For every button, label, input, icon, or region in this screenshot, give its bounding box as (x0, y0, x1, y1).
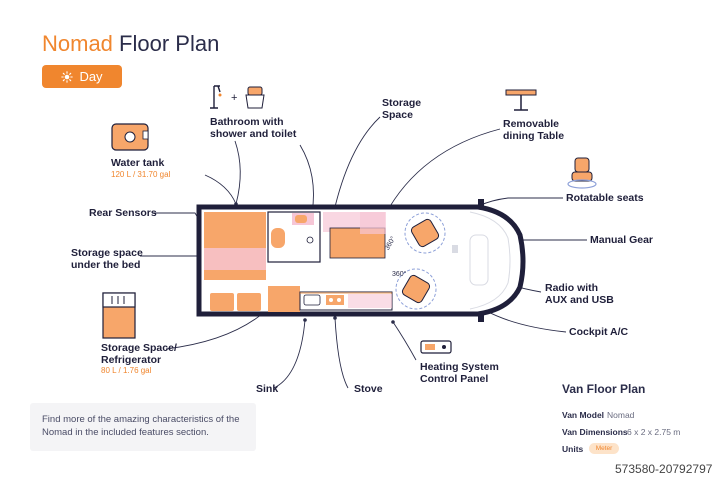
label-stove: Stove (354, 383, 383, 395)
spec-model-label: Van Model (562, 410, 605, 420)
features-note-box (30, 403, 256, 451)
spec-dimensions-value: 6 x 2 x 2.75 m (627, 427, 681, 437)
spec-model-value: Nomad (607, 410, 635, 420)
rotatable-seat-icon (567, 157, 597, 189)
day-mode-button[interactable]: Day (42, 65, 122, 88)
refrigerator-icon (102, 292, 136, 339)
units-badge[interactable]: Meter (589, 443, 619, 454)
label-manual-gear: Manual Gear (590, 234, 654, 246)
specs-title: Van Floor Plan (562, 382, 646, 396)
label-sink: Sink (256, 383, 279, 395)
label-removable-table: Removable dining Table (503, 118, 565, 142)
label-cockpit-ac: Cockpit A/C (569, 326, 629, 338)
label-rear-sensors: Rear Sensors (89, 207, 157, 219)
watermark: 573580-20792797 (615, 462, 713, 476)
shower-toilet-icon: + (210, 85, 265, 109)
seat-rotation-label-front: 360° (392, 270, 407, 278)
label-radio: Radio with AUX and USB (545, 282, 614, 306)
rotatable-seat-front (395, 268, 437, 310)
title-rest: Floor Plan (119, 31, 220, 56)
fridge-capacity: 80 L / 1.76 gal (101, 366, 152, 375)
features-note-text: Find more of the amazing characteristics… (42, 414, 240, 438)
water-tank-icon (111, 123, 149, 151)
label-bathroom: Bathroom with shower and toilet (210, 116, 297, 140)
title-brand: Nomad (42, 31, 113, 56)
label-water-tank: Water tank (111, 157, 165, 169)
day-button-label: Day (79, 69, 103, 84)
dining-table-icon (505, 89, 537, 111)
spec-units-label: Units (562, 444, 584, 454)
water-tank-capacity: 120 L / 31.70 gal (111, 170, 171, 179)
label-storage-fridge: Storage Space/ Refrigerator (101, 342, 177, 366)
label-heating: Heating System Control Panel (420, 361, 499, 385)
rotatable-seat-rear (404, 212, 446, 254)
heating-panel-icon (420, 340, 452, 354)
label-rotatable-seats: Rotatable seats (566, 192, 644, 204)
label-storage-space: Storage Space (382, 97, 422, 121)
spec-dimensions-label: Van Dimensions (562, 427, 628, 437)
sun-icon (61, 70, 74, 83)
page-title: Nomad Floor Plan (42, 31, 219, 57)
label-storage-bed: Storage space under the bed (71, 247, 143, 271)
svg-text:+: + (231, 92, 237, 104)
van-body: 360° 360° (196, 199, 526, 322)
